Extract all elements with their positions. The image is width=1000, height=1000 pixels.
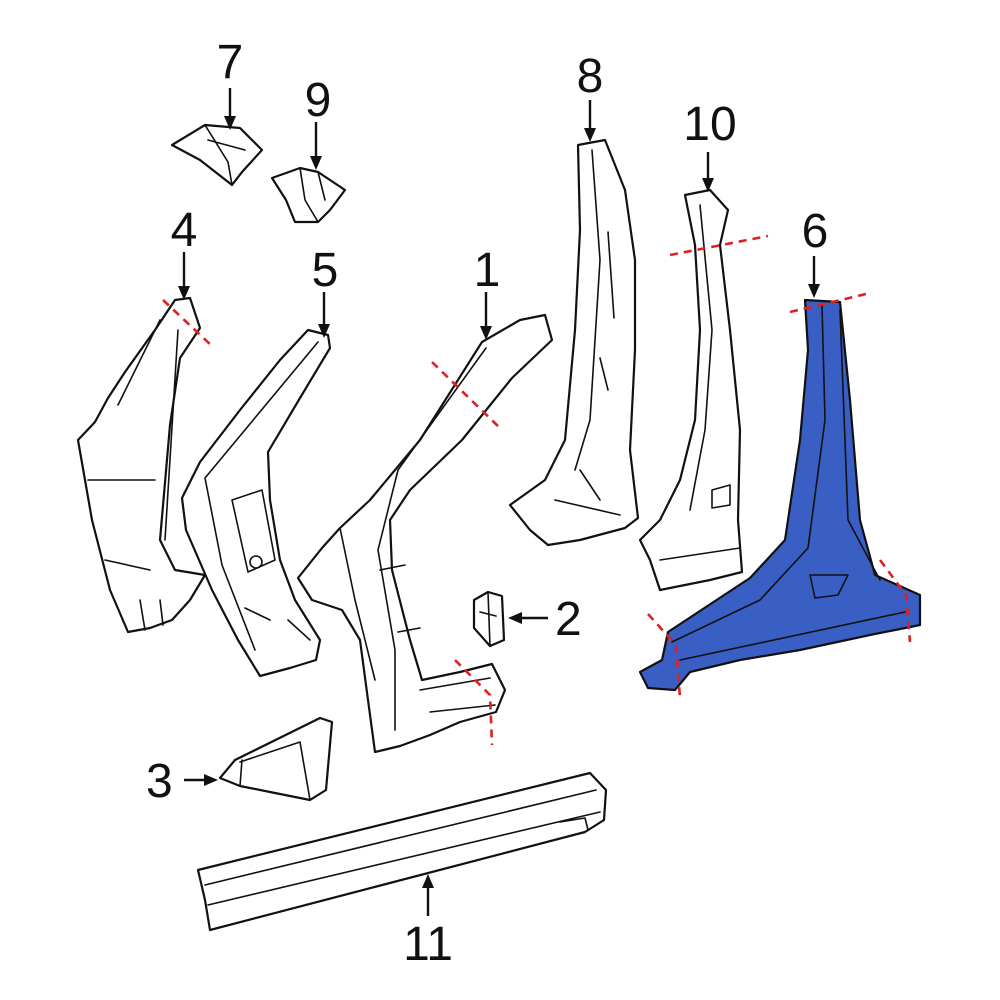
callout-9-group: 9: [305, 74, 332, 170]
callout-9: 9: [305, 74, 332, 127]
part-10-b-pillar-reinforcement[interactable]: [638, 188, 744, 592]
callout-6: 6: [802, 205, 829, 258]
callout-10-group: 10: [683, 98, 737, 192]
callout-2: 2: [555, 593, 582, 646]
part-3-reinforcement[interactable]: [218, 716, 334, 802]
part-5-pillar-outer[interactable]: [180, 328, 332, 678]
callout-2-group: 2: [508, 593, 582, 646]
callout-10: 10: [683, 98, 736, 151]
callout-4: 4: [171, 204, 198, 257]
part-6-b-pillar-outer[interactable]: [638, 298, 922, 692]
part-11-rocker-panel[interactable]: [196, 771, 608, 932]
cut-line-10: [669, 234, 769, 257]
cut-line-6-right: [878, 559, 912, 643]
part-7-bracket[interactable]: [170, 123, 264, 187]
callout-3-group: 3: [146, 755, 218, 808]
cut-line-1: [431, 361, 503, 431]
cut-line-1b: [454, 659, 494, 746]
cut-line-4: [162, 299, 213, 347]
cut-line-6-left: [647, 613, 682, 699]
part-1-a-pillar[interactable]: [296, 313, 554, 754]
part-6-body[interactable]: [638, 298, 922, 692]
callout-1-group: 1: [474, 244, 501, 340]
callout-5: 5: [312, 244, 339, 297]
callout-6-group: 6: [802, 205, 829, 298]
callout-11: 11: [403, 918, 453, 971]
callout-3: 3: [146, 755, 173, 808]
callout-7-group: 7: [217, 36, 244, 130]
part-4-pillar-inner[interactable]: [76, 296, 207, 634]
callout-8-group: 8: [577, 50, 604, 142]
callout-1: 1: [474, 244, 501, 297]
callout-5-group: 5: [312, 244, 339, 338]
part-8-b-pillar-inner[interactable]: [508, 138, 640, 547]
part-9-bracket[interactable]: [270, 166, 347, 224]
part-2-clip[interactable]: [472, 590, 506, 648]
callout-4-group: 4: [171, 204, 198, 300]
callout-7: 7: [217, 36, 244, 89]
callout-11-group: 11: [403, 874, 453, 971]
callout-8: 8: [577, 50, 604, 103]
